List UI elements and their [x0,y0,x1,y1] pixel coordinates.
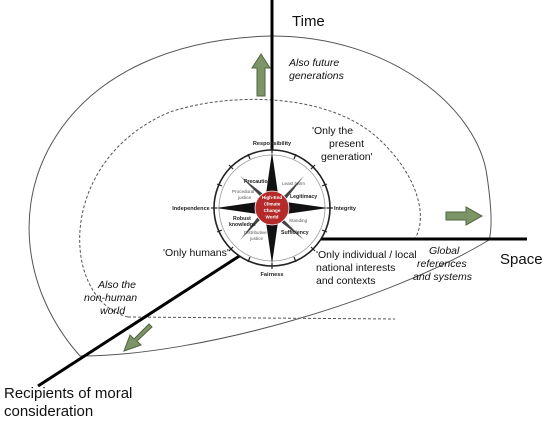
future-note-line2: generations [289,70,345,82]
label-responsibility: Responsibility [253,141,292,147]
global-note-line3: and systems [413,271,473,283]
label-procedural-line1: Procedural [232,189,254,194]
local-note-line1: 'Only individual / local [316,249,417,261]
label-procedural-line2: justice [237,195,251,200]
center-label-line3: Change [264,208,281,213]
local-note-line3: and contexts [316,275,376,287]
outer-bottom-line [79,239,490,357]
present-note-line3: generation' [321,151,373,163]
global-note-line1: Global [429,245,460,257]
label-standing: Standing [289,218,308,223]
inner-bottom-dashed-line [127,316,396,320]
label-distributive-line1: Distributive [244,230,267,235]
time-axis-title: Time [292,13,325,30]
recipients-axis-title-line1: Recipients of moral [4,385,132,402]
label-independence: Independence [172,206,210,212]
label-robust-line2: knowledge [229,222,256,228]
space-axis-title: Space [500,251,543,268]
future-note-line1: Also future [288,57,339,69]
recipients-axis [37,251,245,388]
compass-center [254,190,290,226]
present-note-line2: present [329,138,364,150]
global-note-line2: references [417,258,467,270]
nonhuman-note-line2: non-human [84,292,137,304]
present-note-line1: 'Only the [312,125,353,137]
arrow-up-icon [251,53,271,97]
label-least-harm: Least harm [282,181,305,186]
outer-boundary-curve [28,35,492,357]
label-precaution: Precaution [244,179,271,185]
center-label-line1: High-End [262,195,283,200]
label-legitimacy: Legitimacy [290,194,317,200]
ethics-compass: High-End Climate Change World Precaution… [211,147,333,269]
recipients-axis-title-line2: consideration [4,403,93,420]
nonhuman-note-line3: world [100,305,126,317]
arrow-down-left-icon [123,323,153,352]
label-sufficiency: Sufficiency [281,230,309,236]
humans-note: 'Only humans' [163,247,229,259]
local-note-line2: national interests [316,262,395,274]
center-label-line4: World [266,215,279,220]
label-fairness: Fairness [260,272,283,278]
nonhuman-note-line1: Also the [97,279,136,291]
center-label-line2: Climate [264,202,281,207]
label-robust-line1: Robust [233,216,251,222]
label-integrity: Integrity [334,206,357,212]
arrow-right-icon [445,206,484,226]
label-distributive-line2: justice [249,236,263,241]
